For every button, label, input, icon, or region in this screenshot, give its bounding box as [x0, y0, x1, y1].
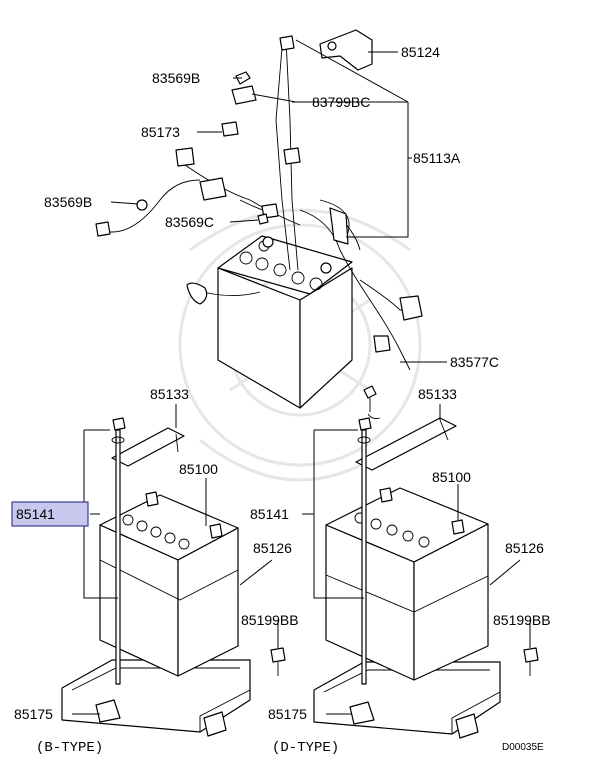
callout-83799BC: 83799BC	[312, 94, 370, 110]
callout-85175-left: 85175	[14, 706, 53, 722]
callout-85141-right: 85141	[250, 506, 289, 522]
callout-83569B-left: 83569B	[44, 194, 92, 210]
callout-85199BB-left: 85199BB	[241, 612, 299, 628]
callout-83577C: 83577C	[450, 354, 499, 370]
callout-85126-right: 85126	[505, 540, 544, 556]
callout-85124: 85124	[401, 44, 440, 60]
callout-85199BB-right: 85199BB	[493, 612, 551, 628]
bracket-d-type	[355, 417, 457, 471]
callout-85113A: 85113A	[413, 150, 461, 166]
callout-83569C: 83569C	[165, 214, 214, 230]
clamp-85124	[319, 29, 373, 71]
b-type-assembly	[61, 417, 286, 737]
callout-85126-left: 85126	[253, 540, 292, 556]
leader-lines	[72, 39, 531, 715]
type-label-d: (D-TYPE)	[272, 740, 339, 756]
callout-85133-right: 85133	[418, 386, 457, 402]
bracket-b-type	[111, 427, 185, 467]
top-assembly	[95, 29, 423, 419]
diagram-code: D00035E	[502, 742, 544, 753]
cover-b-type	[99, 559, 239, 676]
callout-83569B-top: 83569B	[152, 70, 200, 86]
battery-top-assembly	[217, 235, 353, 295]
callout-85173: 85173	[141, 124, 180, 140]
highlight-box	[11, 501, 89, 527]
rod-d-type	[361, 429, 367, 685]
callout-85100-left: 85100	[179, 461, 218, 477]
callout-85133-left: 85133	[150, 386, 189, 402]
callout-85141-left: 85141	[16, 506, 55, 522]
callout-85100-right: 85100	[432, 469, 471, 485]
callout-85175-right: 85175	[268, 706, 307, 722]
rod-b-type	[115, 429, 121, 685]
callouts: 85124 83569B 83799BC 85173 85113A 83569B…	[14, 44, 551, 756]
cover-d-type	[325, 574, 489, 680]
d-type-assembly	[313, 417, 539, 739]
type-label-b: (B-TYPE)	[36, 740, 103, 756]
